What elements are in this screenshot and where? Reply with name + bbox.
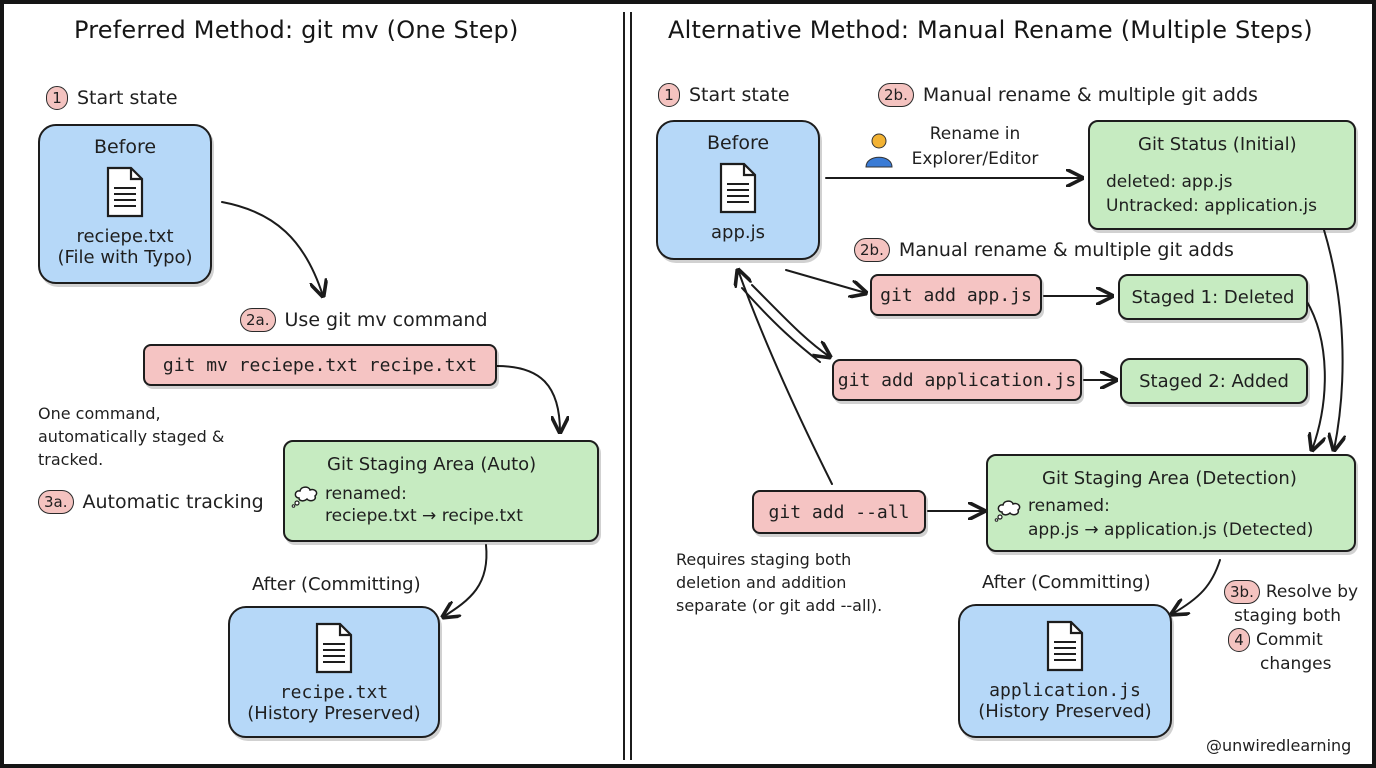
arrow-before-to-add-application-2 [741, 287, 821, 363]
staging-line-1: renamed: [1028, 496, 1110, 516]
arrow-status-to-detection [1323, 229, 1343, 450]
after-caption: (History Preserved) [247, 703, 421, 724]
arrow-staging-to-after [443, 544, 488, 617]
left-after-label: After (Committing) [252, 574, 421, 595]
arrow-before-to-command [221, 201, 323, 296]
right-step-1: 1 Start state [658, 83, 790, 107]
after-filename: application.js [989, 680, 1141, 701]
left-panel-title: Preferred Method: git mv (One Step) [74, 16, 519, 44]
right-step-2b-top: 2b. Manual rename & multiple git adds [878, 83, 1258, 107]
step-badge: 2a. [240, 308, 276, 332]
git-add-all-command: git add --all [768, 501, 910, 523]
git-add-app-box: git add app.js [870, 274, 1042, 316]
left-step-1: 1 Start state [46, 86, 178, 110]
arrow-add-all-to-before [738, 270, 833, 485]
panel-divider-2 [630, 12, 632, 760]
left-after-file-box: recipe.txt (History Preserved) [228, 606, 440, 738]
step-badge: 2b. [878, 83, 914, 107]
arrow-before-to-add-application [751, 284, 830, 357]
staging-line-1: renamed: [325, 484, 407, 504]
git-add-all-box: git add --all [752, 490, 926, 534]
left-note: One command, automatically staged & trac… [38, 404, 225, 469]
person-icon [865, 133, 893, 168]
right-step-2b-mid: 2b. Manual rename & multiple git adds [854, 238, 1234, 262]
staged-2-label: Staged 2: Added [1139, 370, 1289, 392]
staged-1-box: Staged 1: Deleted [1118, 274, 1308, 320]
step-badge: 1 [658, 83, 680, 107]
step-label-text: Manual rename & multiple git adds [922, 84, 1258, 106]
step-label-text: Use git mv command [284, 309, 488, 331]
document-icon [1046, 620, 1084, 672]
step-3b-label-line-2: staging both [1234, 606, 1342, 626]
staged-2-box: Staged 2: Added [1120, 358, 1308, 404]
document-icon [315, 622, 353, 674]
git-mv-command: git mv reciepe.txt recipe.txt [162, 354, 478, 376]
right-before-file-box: Before app.js [656, 120, 820, 260]
status-title: Git Status (Initial) [1138, 134, 1297, 155]
staging-line-2: app.js → application.js (Detected) [1028, 520, 1314, 540]
after-caption: (History Preserved) [978, 701, 1152, 722]
step-label-text: Manual rename & multiple git adds [898, 239, 1234, 261]
git-add-application-box: git add application.js [832, 359, 1082, 401]
left-staging-area-box: Git Staging Area (Auto) renamed: reciepe… [283, 440, 599, 542]
step-label-text: Start state [77, 87, 178, 109]
left-step-3a: 3a. Automatic tracking [38, 490, 264, 514]
git-add-application-command: git add application.js [837, 369, 1077, 391]
before-title: Before [706, 132, 770, 154]
watermark: @unwiredlearning [1206, 736, 1352, 755]
before-filename: app.js [711, 222, 765, 243]
status-line-1: deleted: app.js [1106, 172, 1233, 192]
left-step-2a: 2a. Use git mv command [240, 308, 488, 332]
step-badge: 2b. [854, 238, 890, 262]
step-label-text: Start state [689, 84, 790, 106]
thought-bubble-icon [291, 486, 318, 508]
staging-line-2: reciepe.txt → recipe.txt [325, 506, 523, 526]
step-4-label-line-2: changes [1260, 654, 1332, 674]
git-mv-command-box: git mv reciepe.txt recipe.txt [143, 344, 497, 386]
arrow-command-to-staging [496, 365, 560, 432]
right-after-file-box: application.js (History Preserved) [958, 604, 1172, 738]
step-badge: 3a. [38, 490, 74, 514]
git-add-app-command: git add app.js [880, 284, 1032, 306]
staging-title: Git Staging Area (Auto) [327, 454, 537, 475]
staged-1-label: Staged 1: Deleted [1131, 286, 1295, 308]
rename-label-line-1: Rename in [929, 124, 1021, 144]
right-step-3b-4: 3b. Resolve by staging both 4 Commit cha… [1224, 580, 1358, 676]
after-filename: recipe.txt [279, 682, 389, 703]
document-icon [106, 166, 144, 218]
staging-title: Git Staging Area (Detection) [1042, 468, 1297, 489]
arrow-before-to-add-app [785, 269, 866, 293]
right-note: Requires staging both deletion and addit… [676, 550, 883, 615]
right-staging-area-box: Git Staging Area (Detection) renamed: ap… [986, 454, 1356, 552]
before-filename: reciepe.txt [76, 226, 174, 247]
document-icon [719, 162, 757, 214]
rename-label: Rename in Explorer/Editor [900, 122, 1050, 172]
step-label-text: Automatic tracking [82, 491, 264, 513]
step-badge: 4 [1228, 628, 1250, 652]
arrow-detection-to-after [1172, 559, 1221, 614]
left-before-file-box: Before reciepe.txt (File with Typo) [38, 124, 212, 284]
right-panel-title: Alternative Method: Manual Rename (Multi… [668, 16, 1313, 44]
panel-divider-1 [623, 12, 625, 760]
before-title: Before [93, 136, 157, 158]
right-after-label: After (Committing) [982, 572, 1151, 593]
rename-label-line-2: Explorer/Editor [911, 149, 1039, 169]
before-caption: (File with Typo) [57, 247, 193, 268]
step-badge: 1 [46, 86, 68, 110]
arrow-staged1-to-detection [1305, 299, 1325, 450]
step-3b-label-line-1: Resolve by [1265, 582, 1359, 602]
step-4-label-line-1: Commit [1256, 630, 1323, 650]
git-status-box: Git Status (Initial) deleted: app.js Unt… [1088, 120, 1356, 230]
status-line-2: Untracked: application.js [1106, 196, 1318, 216]
thought-bubble-icon [994, 500, 1021, 522]
step-badge: 3b. [1224, 580, 1260, 604]
